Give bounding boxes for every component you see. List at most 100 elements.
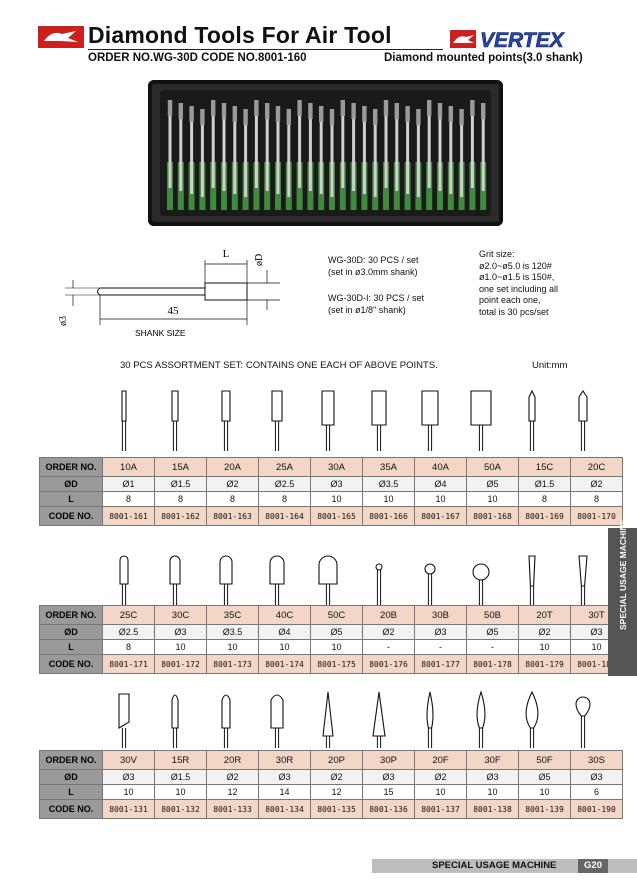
page-subtitle: Diamond mounted points(3.0 shank) [384,52,583,64]
cell-order: 20T [518,605,571,625]
diamond-point-icon [416,117,420,197]
svg-text:L: L [223,248,230,260]
cell-order: 15C [518,457,571,477]
svg-text:øD: øD [254,254,265,266]
diamond-point-icon [449,114,453,194]
diamond-point-icon [222,111,226,191]
shank-dimension-drawing: L øD 45 ø3 SHANK SIZE [58,248,280,338]
order-number: ORDER NO.WG-30D CODE NO.8001-160 [88,52,307,64]
side-tab-label: SPECIAL USAGE MACHINE [618,518,628,630]
row-label-l: L [39,784,103,800]
product-tray-photo [148,80,503,226]
unit-label: Unit:mm [532,360,568,371]
tool-head-icon [525,690,539,729]
diamond-point-icon [319,114,323,194]
cell-code: 8001-131 [102,799,155,819]
cell-code: 8001-179 [518,654,571,674]
row-label-d: ØD [39,476,103,492]
diamond-point-icon [427,108,431,188]
assortment-caption: 30 PCS ASSORTMENT SET: CONTAINS ONE EACH… [120,360,438,371]
tool-head-icon [578,555,588,587]
page-number: G20 [578,859,608,873]
diamond-point-icon [298,108,302,188]
footer-bar [372,859,637,873]
cell-order: 10A [102,457,155,477]
tool-head-icon [528,389,536,422]
cell-l: 8 [102,639,155,655]
cell-d: Ø3 [310,476,363,492]
footer-section: SPECIAL USAGE MACHINE [432,860,557,871]
diamond-point-icon [470,108,474,188]
cell-d: Ø4 [414,476,467,492]
diamond-point-icon [211,108,215,188]
cell-d: Ø2 [206,476,259,492]
diamond-point-icon [179,111,183,191]
cell-order: 30F [466,750,519,770]
tool-head-icon [578,390,588,422]
row-label-code: CODE NO. [39,799,103,819]
tool-head-icon [470,390,492,426]
cell-code: 8001-139 [518,799,571,819]
diamond-point-icon [481,111,485,191]
diamond-point-icon [406,114,410,194]
cell-order: 30V [102,750,155,770]
cell-order: 20R [206,750,259,770]
svg-text:SHANK SIZE: SHANK SIZE [135,328,186,338]
tool-head-icon [472,563,490,581]
cell-l: 10 [518,639,571,655]
cell-l: 10 [310,639,363,655]
row-label-l: L [39,639,103,655]
tool-head-icon [118,693,130,729]
diamond-point-icon [438,111,442,191]
cell-order: 20B [362,605,415,625]
cell-order: 25A [258,457,311,477]
cell-d: Ø2.5 [258,476,311,492]
tool-head-icon [169,555,181,585]
cell-l: 10 [102,784,155,800]
cell-l: 8 [570,491,623,507]
diamond-point-icon [168,108,172,188]
cell-d: Ø3 [414,624,467,640]
tool-head-icon [371,390,387,426]
diamond-point-icon [460,117,464,197]
tool-head-icon [528,555,536,587]
cell-code: 8001-172 [154,654,207,674]
cell-order: 20C [570,457,623,477]
cell-d: Ø2.5 [102,624,155,640]
tool-head-icon [318,555,338,585]
set-note-b: WG-30D-I: 30 PCS / set (set in ø1/8" sha… [328,293,425,315]
tool-head-icon [321,390,335,426]
cell-order: 20F [414,750,467,770]
tool-head-icon [269,555,285,585]
cell-code: 8001-134 [258,799,311,819]
page-title: Diamond Tools For Air Tool [88,22,392,48]
cell-l: 15 [362,784,415,800]
cell-code: 8001-165 [310,506,363,526]
cell-l: 10 [258,639,311,655]
diamond-point-icon [276,114,280,194]
cell-order: 35C [206,605,259,625]
tool-head-icon [322,691,334,737]
cell-code: 8001-138 [466,799,519,819]
cell-code: 8001-190 [570,799,623,819]
cell-code: 8001-137 [414,799,467,819]
tool-head-icon [421,390,439,426]
cell-d: Ø1.5 [154,769,207,785]
row-label-order: ORDER NO. [39,750,103,770]
cell-code: 8001-170 [570,506,623,526]
cell-code: 8001-136 [362,799,415,819]
cell-code: 8001-175 [310,654,363,674]
cell-order: 50A [466,457,519,477]
diamond-point-icon [352,111,356,191]
cell-code: 8001-173 [206,654,259,674]
cell-code: 8001-135 [310,799,363,819]
cell-code: 8001-168 [466,506,519,526]
